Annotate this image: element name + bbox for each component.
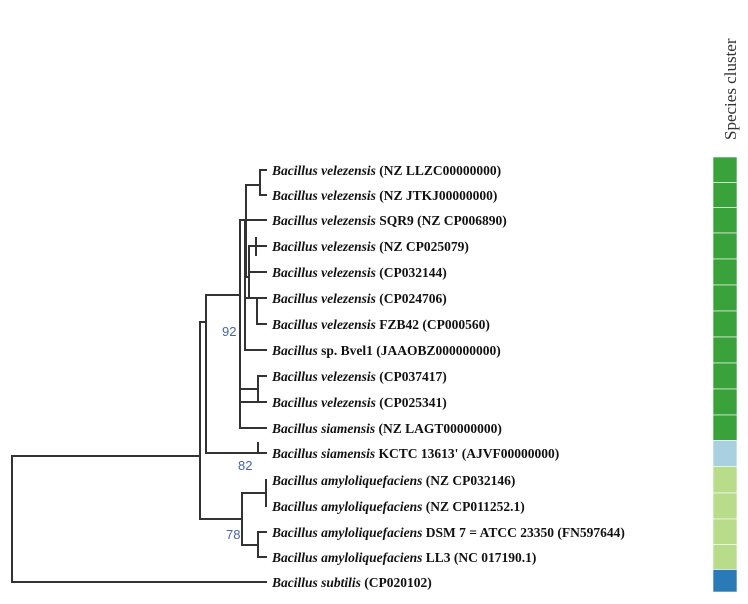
leaf-strain-accession: LL3 (NC 017190.1): [422, 550, 536, 565]
leaf-label: Bacillus velezensis (CP024706): [271, 291, 447, 306]
species-cluster-title: Species cluster: [721, 38, 740, 141]
cluster-segment-velezensis: [712, 232, 738, 260]
leaf-species-name: Bacillus amyloliquefaciens: [271, 550, 422, 565]
leaf-strain-accession: (CP020102): [361, 575, 432, 590]
leaf-label: Bacillus velezensis (CP032144): [271, 265, 447, 280]
leaf-species-name: Bacillus velezensis: [271, 163, 376, 178]
leaf-label: Bacillus amyloliquefaciens LL3 (NC 01719…: [271, 550, 536, 565]
cluster-segment-amyloliquefaciens: [712, 466, 738, 494]
cluster-segment-subtilis: [712, 569, 738, 593]
leaf-label: Bacillus velezensis (NZ CP025079): [271, 239, 469, 254]
leaf-strain-accession: (NZ CP011252.1): [422, 499, 524, 514]
leaf-species-name: Bacillus velezensis: [271, 213, 376, 228]
leaf-species-name: Bacillus velezensis: [271, 265, 376, 280]
leaf-strain-accession: sp. Bvel1 (JAAOBZ000000000): [318, 343, 501, 358]
leaf-species-name: Bacillus velezensis: [271, 291, 376, 306]
leaf-label: Bacillus subtilis (CP020102): [271, 575, 432, 590]
cluster-segment-velezensis: [712, 336, 738, 364]
species-cluster-bar: [712, 156, 738, 593]
leaf-species-name: Bacillus velezensis: [271, 369, 376, 384]
cluster-segment-velezensis: [712, 388, 738, 416]
leaf-label: Bacillus velezensis (CP037417): [271, 369, 447, 384]
leaf-strain-accession: (NZ CP032146): [422, 473, 515, 488]
leaf-species-name: Bacillus velezensis: [271, 188, 376, 203]
cluster-segment-velezensis: [712, 414, 738, 441]
cluster-segment-velezensis: [712, 284, 738, 312]
leaf-label: Bacillus amyloliquefaciens (NZ CP011252.…: [271, 499, 525, 514]
cluster-segment-velezensis: [712, 362, 738, 390]
leaf-species-name: Bacillus amyloliquefaciens: [271, 525, 422, 540]
leaf-strain-accession: (CP037417): [376, 369, 447, 384]
leaf-label: Bacillus amyloliquefaciens DSM 7 = ATCC …: [271, 525, 625, 540]
cluster-segment-velezensis: [712, 258, 738, 286]
leaf-species-name: Bacillus amyloliquefaciens: [271, 499, 422, 514]
leaf-labels: Bacillus velezensis (NZ LLZC00000000)Bac…: [271, 163, 625, 590]
leaf-strain-accession: SQR9 (NZ CP006890): [376, 213, 507, 228]
cluster-segment-amyloliquefaciens: [712, 518, 738, 545]
leaf-label: Bacillus velezensis (NZ JTKJ00000000): [271, 188, 497, 203]
leaf-label: Bacillus velezensis SQR9 (NZ CP006890): [271, 213, 507, 228]
tree-branches: [11, 169, 267, 583]
leaf-species-name: Bacillus subtilis: [271, 575, 361, 590]
cluster-segment-velezensis: [712, 310, 738, 338]
leaf-species-name: Bacillus siamensis: [271, 446, 375, 461]
bootstrap-value: 78: [226, 527, 240, 542]
leaf-species-name: Bacillus siamensis: [271, 421, 375, 436]
cluster-segment-velezensis: [712, 182, 738, 208]
leaf-species-name: Bacillus amyloliquefaciens: [271, 473, 422, 488]
leaf-strain-accession: DSM 7 = ATCC 23350 (FN597644): [422, 525, 624, 540]
cluster-segment-siamensis: [712, 440, 738, 467]
leaf-strain-accession: (NZ CP025079): [376, 239, 469, 254]
leaf-label: Bacillus siamensis KCTC 13613' (AJVF0000…: [271, 446, 559, 461]
leaf-label: Bacillus velezensis FZB42 (CP000560): [271, 317, 490, 332]
cluster-segment-velezensis: [712, 207, 738, 234]
bootstrap-values: 92 82 78: [222, 324, 252, 542]
leaf-strain-accession: (NZ LAGT00000000): [375, 421, 502, 436]
bootstrap-value: 92: [222, 324, 236, 339]
leaf-strain-accession: (NZ LLZC00000000): [376, 163, 501, 178]
leaf-strain-accession: KCTC 13613' (AJVF00000000): [375, 446, 559, 461]
leaf-label: Bacillus siamensis (NZ LAGT00000000): [271, 421, 502, 436]
leaf-label: Bacillus velezensis (CP025341): [271, 395, 447, 410]
leaf-label: Bacillus sp. Bvel1 (JAAOBZ000000000): [271, 343, 501, 358]
leaf-label: Bacillus amyloliquefaciens (NZ CP032146): [271, 473, 515, 488]
bootstrap-value: 82: [238, 458, 252, 473]
cluster-segment-velezensis: [712, 156, 738, 183]
leaf-species-name: Bacillus velezensis: [271, 317, 376, 332]
leaf-species-name: Bacillus: [271, 343, 318, 358]
leaf-strain-accession: (CP032144): [376, 265, 447, 280]
leaf-strain-accession: (CP025341): [376, 395, 447, 410]
cluster-segment-amyloliquefaciens: [712, 492, 738, 520]
leaf-label: Bacillus velezensis (NZ LLZC00000000): [271, 163, 501, 178]
leaf-species-name: Bacillus velezensis: [271, 239, 376, 254]
leaf-strain-accession: FZB42 (CP000560): [376, 317, 490, 332]
leaf-strain-accession: (NZ JTKJ00000000): [376, 188, 498, 203]
cluster-segment-amyloliquefaciens: [712, 544, 738, 570]
leaf-strain-accession: (CP024706): [376, 291, 447, 306]
leaf-species-name: Bacillus velezensis: [271, 395, 376, 410]
